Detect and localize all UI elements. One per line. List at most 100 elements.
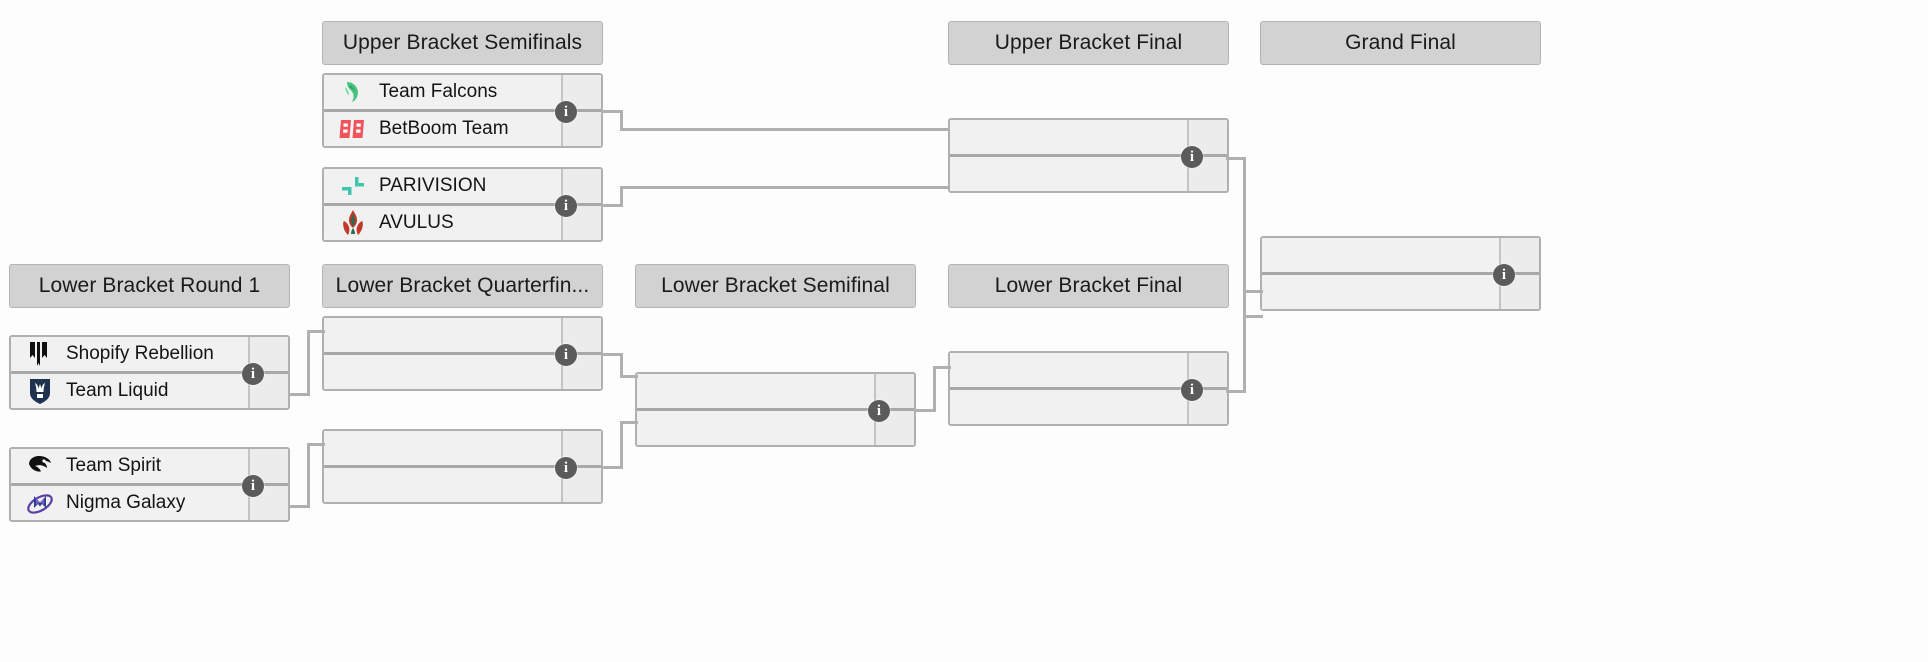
info-icon[interactable]: i [868,400,890,422]
match-upper-bracket-final[interactable]: i [948,118,1229,193]
betboom-team-logo [338,114,368,144]
connector-lbr12-out [288,505,310,508]
match-lower-bracket-quarterfinal-1[interactable]: i [322,316,603,391]
connector-lbsf-vert [933,366,936,412]
match-opponent-top[interactable] [950,353,1227,390]
opponent-name-cell [1262,238,1501,272]
team-name: Nigma Galaxy [66,492,186,513]
match-opponent-bottom[interactable] [1262,275,1539,309]
connector-lbsf-out [914,409,936,412]
connector-ubsf2-vert [620,186,623,207]
round-header-label: Lower Bracket Quarterfin... [335,274,590,297]
opponent-name-cell: Nigma Galaxy [11,486,250,520]
round-header-lower-bracket-semifinal[interactable]: Lower Bracket Semifinal [635,264,916,308]
match-opponent-top[interactable]: PARIVISION [324,169,601,206]
round-header-label: Lower Bracket Semifinal [661,274,890,297]
opponent-name-cell [1262,275,1501,309]
match-opponent-top[interactable]: Team Spirit [11,449,288,486]
round-header-upper-bracket-semifinals[interactable]: Upper Bracket Semifinals [322,21,603,65]
opponent-name-cell [950,120,1189,154]
info-icon[interactable]: i [555,195,577,217]
info-icon[interactable]: i [555,457,577,479]
match-upper-bracket-semifinal-1[interactable]: Team Falcons BetBoom Team i [322,73,603,148]
opponent-name-cell [324,355,563,389]
round-header-label: Lower Bracket Round 1 [38,274,261,297]
match-lower-bracket-final[interactable]: i [948,351,1229,426]
round-header-upper-bracket-final[interactable]: Upper Bracket Final [948,21,1229,65]
connector-ubf-vert [1243,157,1246,317]
connector-lbr12-in [307,443,325,446]
match-opponent-bottom[interactable]: Nigma Galaxy [11,486,288,520]
match-opponent-bottom[interactable]: Team Liquid [11,374,288,408]
round-header-lower-bracket-final[interactable]: Lower Bracket Final [948,264,1229,308]
opponent-name-cell: Team Spirit [11,449,250,483]
round-header-label: Upper Bracket Semifinals [342,31,583,54]
avulus-logo [338,208,368,238]
team-falcons-logo [338,77,368,107]
connector-lbr11-in [307,330,325,333]
opponent-name-cell [324,318,563,352]
round-header-lower-bracket-round-1[interactable]: Lower Bracket Round 1 [9,264,290,308]
match-opponent-bottom[interactable] [950,390,1227,424]
match-lower-bracket-round-1-match-1[interactable]: Shopify Rebellion Team Liquid i [9,335,290,410]
match-opponent-top[interactable]: Shopify Rebellion [11,337,288,374]
match-upper-bracket-semifinal-2[interactable]: PARIVISION AVULUS i [322,167,603,242]
team-liquid-logo [25,376,55,406]
info-icon[interactable]: i [242,363,264,385]
opponent-name-cell [950,157,1189,191]
info-icon[interactable]: i [242,475,264,497]
info-icon[interactable]: i [555,344,577,366]
opponent-name-cell: PARIVISION [324,169,563,203]
info-icon[interactable]: i [555,101,577,123]
connector-lbqf1-vert [620,353,623,378]
match-grand-final[interactable]: i [1260,236,1541,311]
connector-lbsf-in [933,366,951,369]
team-name: Team Spirit [66,455,162,476]
connector-lbqf1-out [601,353,623,356]
team-name: Team Falcons [379,81,498,102]
nigma-galaxy-logo [25,488,55,518]
match-lower-bracket-round-1-match-2[interactable]: Team Spirit Nigma Galaxy i [9,447,290,522]
connector-ubsf2-out [601,204,623,207]
connector-lbqf2-in [620,421,638,424]
round-header-lower-bracket-quarterfinals[interactable]: Lower Bracket Quarterfin... [322,264,603,308]
opponent-name-cell: Shopify Rebellion [11,337,250,371]
team-name: Team Liquid [66,380,169,401]
info-icon[interactable]: i [1181,379,1203,401]
connector-lbqf2-vert [620,421,623,469]
match-opponent-top[interactable] [1262,238,1539,275]
opponent-name-cell [950,353,1189,387]
match-opponent-bottom[interactable] [637,411,914,445]
round-header-label: Upper Bracket Final [994,31,1183,54]
connector-lbr12-vert [307,443,310,508]
round-header-label: Grand Final [1345,31,1456,54]
connector-ubf-in [1243,315,1263,318]
opponent-name-cell: Team Falcons [324,75,563,109]
connector-lbqf1-in [620,375,638,378]
opponent-name-cell [324,431,563,465]
match-lower-bracket-quarterfinal-2[interactable]: i [322,429,603,504]
connector-ubsf2-in [620,186,950,189]
opponent-name-cell: Team Liquid [11,374,250,408]
connector-lbr11-out [288,393,310,396]
match-opponent-bottom[interactable]: AVULUS [324,206,601,240]
team-spirit-logo [25,451,55,481]
connector-lbf-vert [1243,290,1246,393]
connector-lbf-in [1243,290,1263,293]
team-name: PARIVISION [379,175,487,196]
match-opponent-top[interactable] [324,431,601,468]
info-icon[interactable]: i [1181,146,1203,168]
opponent-name-cell [637,374,876,408]
connector-lbqf2-out [601,466,623,469]
connector-ubsf1-out [601,110,623,113]
connector-ubsf1-vert [620,110,623,130]
round-header-grand-final[interactable]: Grand Final [1260,21,1541,65]
match-opponent-bottom[interactable] [950,157,1227,191]
opponent-name-cell: AVULUS [324,206,563,240]
match-lower-bracket-semifinal[interactable]: i [635,372,916,447]
info-icon[interactable]: i [1493,264,1515,286]
team-name: AVULUS [379,212,454,233]
opponent-name-cell [324,468,563,502]
parivision-logo [338,171,368,201]
